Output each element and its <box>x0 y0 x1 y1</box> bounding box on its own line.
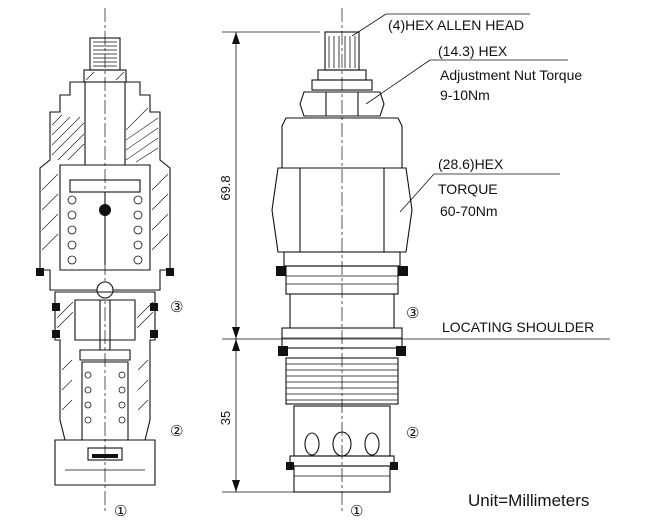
callout-body-torque-label: TORQUE <box>438 181 498 197</box>
external-thread <box>285 357 399 405</box>
callout-adjust-nut-torque-value: 9-10Nm <box>440 87 490 103</box>
callout-leaders <box>351 13 568 213</box>
dimension-lower-length: 35 <box>218 411 233 425</box>
external-body-hex <box>271 167 413 253</box>
section-cartridge-body <box>52 291 158 486</box>
section-body-hatching <box>56 301 154 411</box>
callout-body-hex: (28.6)HEX <box>438 156 504 172</box>
callout-hex-allen-head: (4)HEX ALLEN HEAD <box>388 17 524 33</box>
section-bonnet-hatching <box>41 107 169 251</box>
callout-adjust-nut-hex: (14.3) HEX <box>438 43 508 59</box>
callout-body-torque-value: 60-70Nm <box>440 203 498 219</box>
port1-label-section: ① <box>114 503 127 520</box>
port2-label-section: ② <box>170 423 183 440</box>
port3-label-external: ③ <box>406 305 419 322</box>
external-view <box>271 8 413 512</box>
external-nose <box>286 455 398 493</box>
port3-label-section: ③ <box>170 299 183 316</box>
dimension-upper-length: 69.8 <box>218 175 233 200</box>
section-spring <box>67 195 143 265</box>
callout-adjust-nut-torque-label: Adjustment Nut Torque <box>440 67 582 83</box>
port2-label-external: ② <box>406 425 419 442</box>
external-allen-head <box>311 31 373 91</box>
section-bonnet <box>36 81 174 291</box>
dimension-lines <box>222 31 610 493</box>
units-note: Unit=Millimeters <box>468 491 589 510</box>
section-inner-spring <box>84 371 126 424</box>
external-adjustment-nut <box>299 91 385 117</box>
section-view <box>36 8 174 512</box>
external-upper-grooves <box>276 251 408 295</box>
section-poppet-ball <box>96 281 114 299</box>
callout-locating-shoulder: LOCATING SHOULDER <box>442 319 594 335</box>
external-locating-shoulder <box>278 327 406 356</box>
port1-label-external: ① <box>350 503 363 520</box>
